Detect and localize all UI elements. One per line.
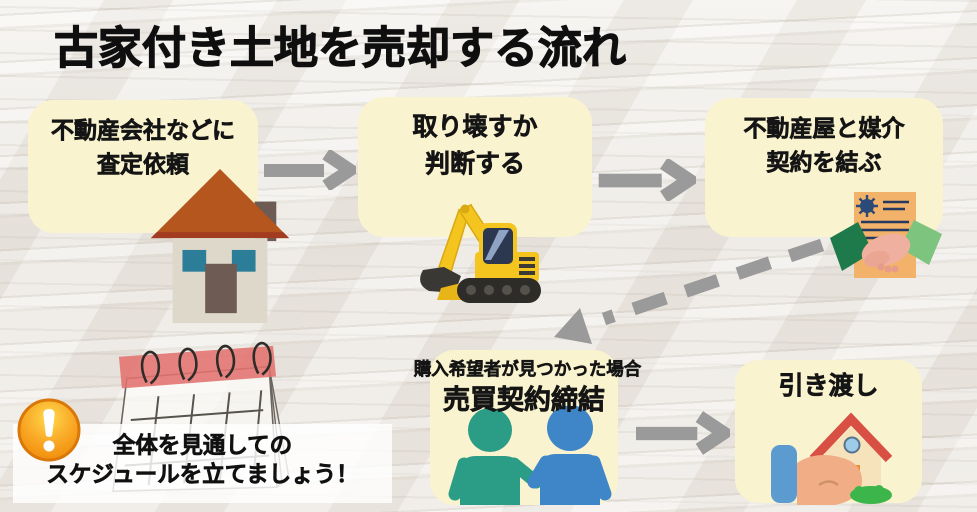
step2-label-line2: 判断する (424, 149, 526, 178)
page-title: 古家付き土地を売却する流れ (53, 23, 626, 73)
arrow-right-icon (598, 159, 696, 201)
note-line2: スケジュールを立てましょう！ (46, 462, 359, 488)
step3-label-line1: 不動産屋と媒介 (743, 115, 905, 142)
house-icon (150, 168, 290, 324)
step3-label-line2: 契約を結ぶ (766, 148, 882, 176)
step1-label-line2: 査定依頼 (97, 150, 190, 178)
step4-condition-label: 購入希望者が見つかった場合 (413, 359, 642, 380)
contract-handshake-icon (830, 192, 942, 278)
hand-offering-house-icon (771, 412, 893, 505)
step-box-decide-demolition: 取り壊すか 判断する (358, 97, 592, 237)
step-box-brokerage-contract: 不動産屋と媒介 契約を結ぶ (705, 98, 943, 237)
step2-label-line1: 取り壊すか (412, 113, 538, 142)
step-box-request-appraisal: 不動産会社などに 査定依頼 (28, 100, 258, 233)
step4-label: 売買契約締結 (443, 385, 606, 416)
note-line1: 全体を見通しての (112, 433, 293, 459)
arrow-right-icon (264, 150, 356, 190)
dashed-arrow-down-left-icon (554, 238, 825, 344)
arrow-right-icon (636, 411, 730, 455)
step1-label-line1: 不動産会社などに (51, 117, 236, 144)
excavator-icon (420, 203, 541, 303)
people-holding-hands-icon (448, 406, 612, 505)
warning-icon (17, 398, 81, 462)
schedule-note-panel: 全体を見通しての スケジュールを立てましょう！ (13, 424, 392, 503)
step5-label: 引き渡し (778, 372, 879, 401)
